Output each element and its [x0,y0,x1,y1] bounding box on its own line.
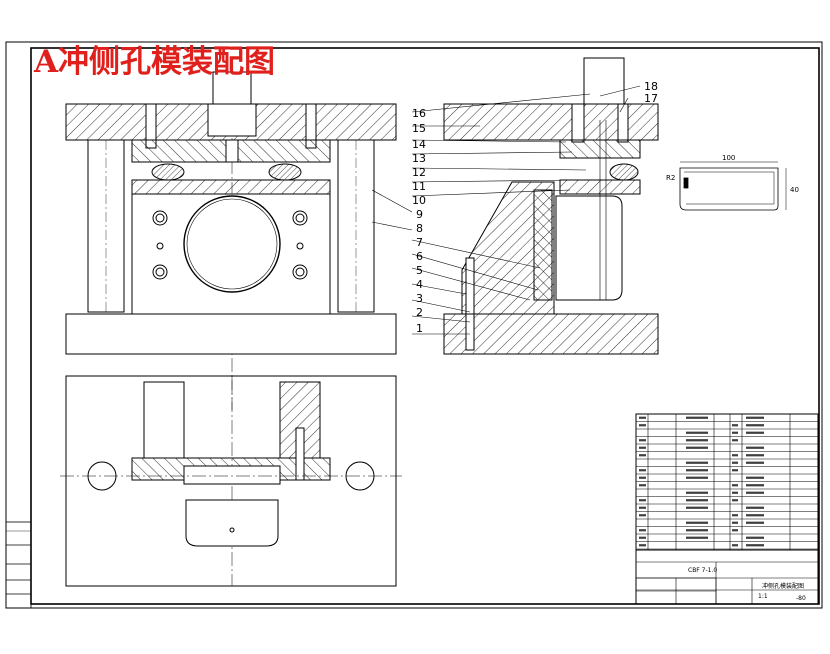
balloon-18: 18 [644,80,658,93]
side-workpiece [555,195,623,301]
balloon-9: 9 [416,208,423,221]
drawing-number: CBF 7-1.0 [688,567,717,574]
bom-text-marks [639,416,764,547]
balloon-17: 17 [644,92,658,105]
margin-block [5,521,32,609]
balloon-10: 10 [412,194,426,207]
balloon-15: 15 [412,122,426,135]
balloon-11: 11 [412,180,426,193]
part-sketch [679,161,787,211]
rubber-spring [268,163,302,181]
sheet-number: -80 [796,595,806,602]
balloon-2: 2 [416,306,423,319]
stripper-plate [131,179,331,195]
parts-list [635,413,819,605]
balloon-labels: 1 2 3 4 5 6 7 8 9 10 11 12 13 14 15 16 1… [412,80,658,335]
dim-right: 40 [790,186,799,194]
top-view [60,375,402,587]
balloon-14: 14 [412,138,426,151]
part-sketch-dims: 100 40 R2 [666,154,799,194]
balloon-13: 13 [412,152,426,165]
sheet-border [5,41,823,609]
side-section [443,57,659,355]
balloon-7: 7 [416,236,423,249]
lower-die-base [65,313,397,355]
workpiece [183,195,281,293]
workpiece-top [185,499,279,547]
balloon-3: 3 [416,292,423,305]
dim-left: R2 [666,174,675,182]
balloon-16: 16 [412,107,426,120]
leader-lines [371,85,641,335]
balloon-12: 12 [412,166,426,179]
front-view [65,71,397,410]
balloon-5: 5 [416,264,423,277]
drawing-title: A冲侧孔模装配图 [33,44,275,80]
balloon-4: 4 [416,278,423,291]
title-block-text: CBF 7-1.0 冲侧孔模装配图 1:1 -80 [688,567,806,602]
dim-top: 100 [722,154,735,162]
scale-value: 1:1 [758,593,768,600]
side-shank [583,57,625,105]
side-base [443,313,659,355]
balloon-6: 6 [416,250,423,263]
rubber-spring [151,163,185,181]
balloon-1: 1 [416,322,423,335]
drawing-name: 冲侧孔模装配图 [762,582,804,590]
balloon-8: 8 [416,222,423,235]
revision-block [635,577,717,605]
